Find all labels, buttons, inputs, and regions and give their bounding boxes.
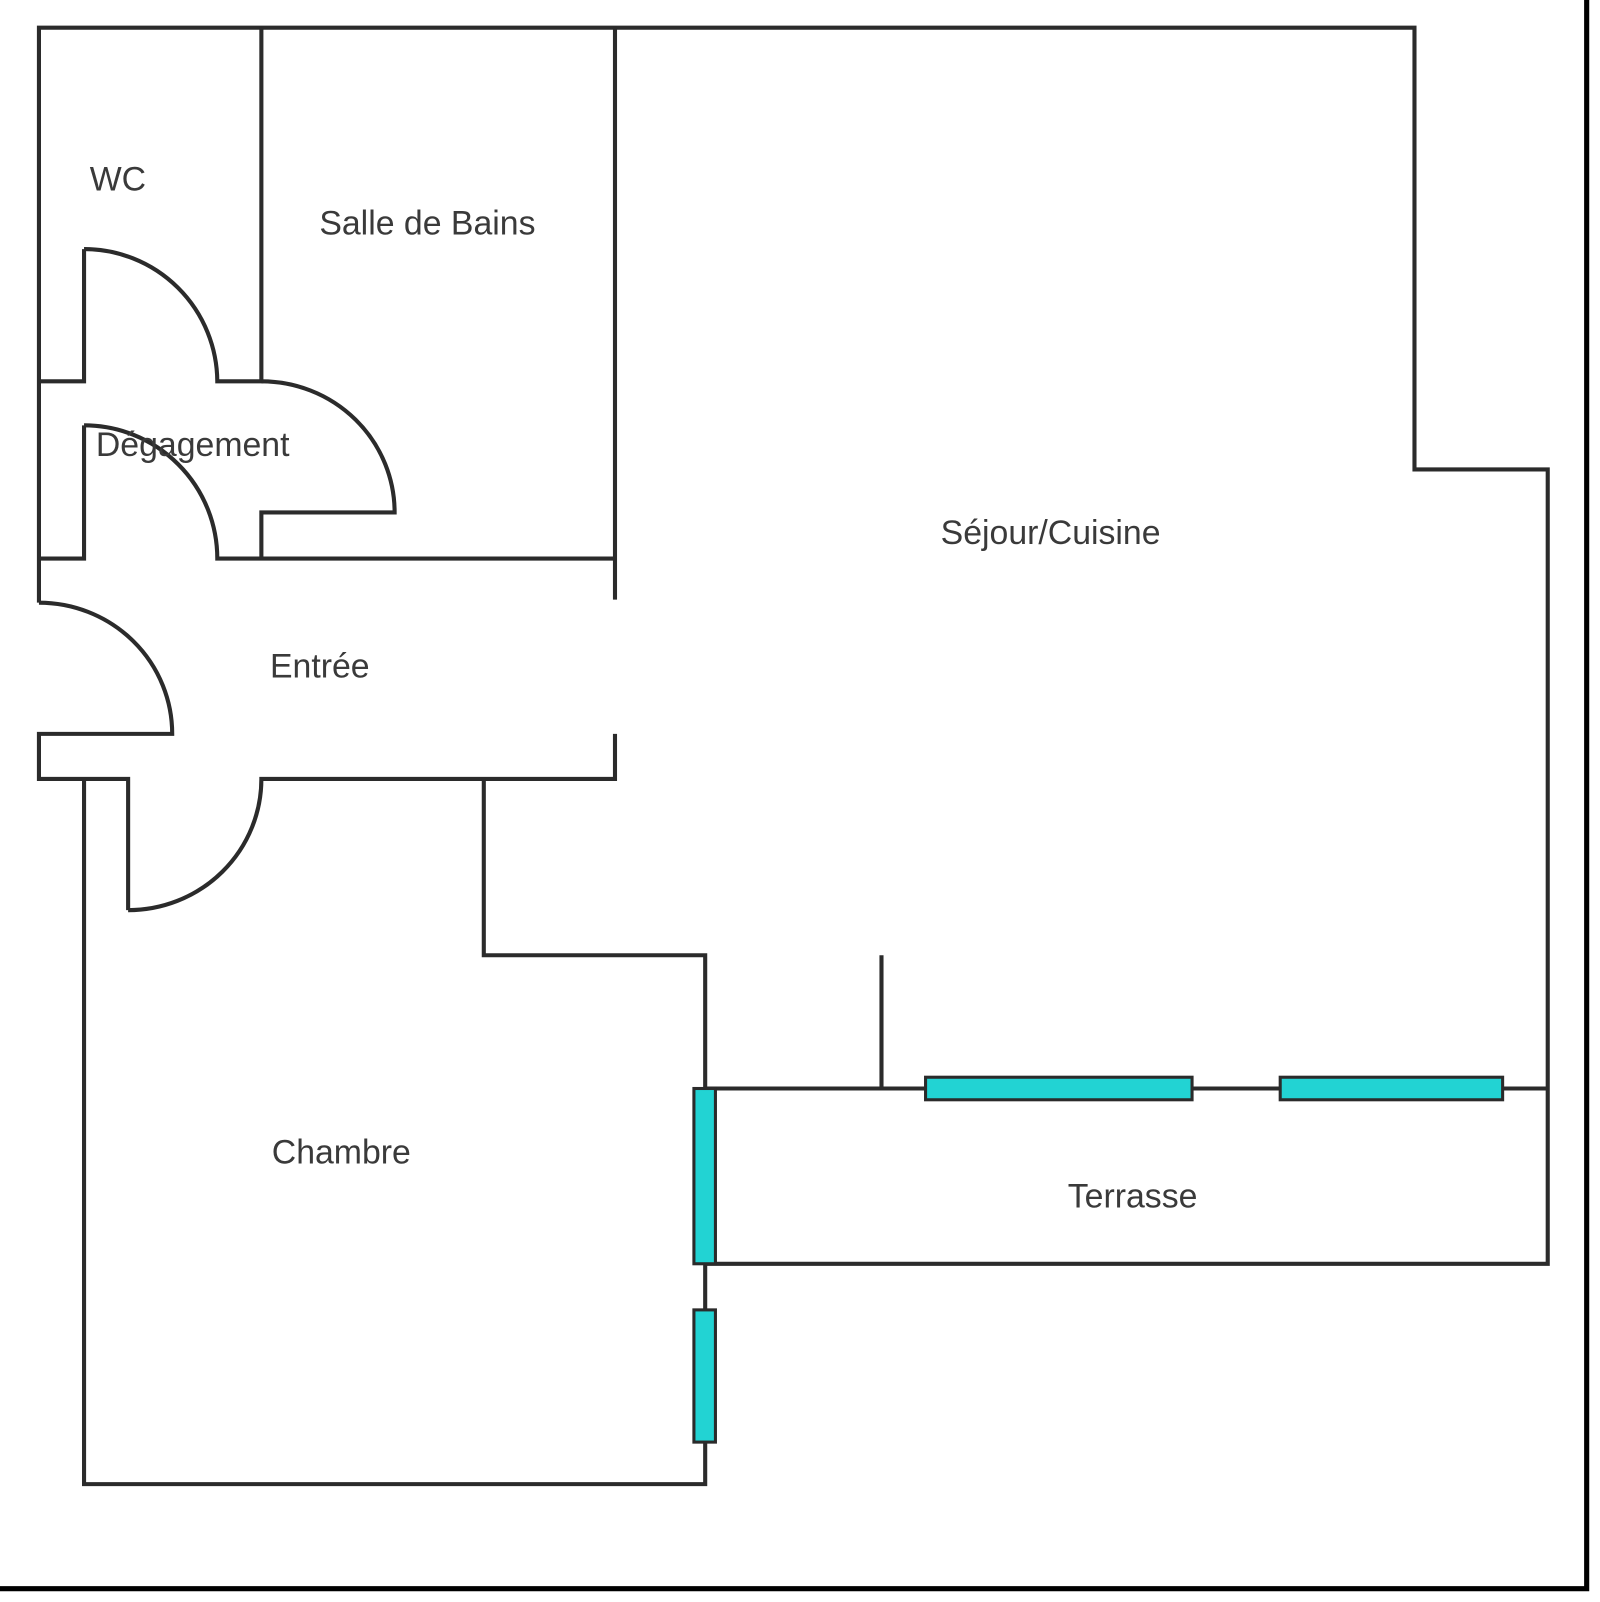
room-label-salle-de-bains: Salle de Bains bbox=[319, 205, 535, 243]
wc-wall bbox=[38, 249, 87, 384]
hallway-door-arc bbox=[84, 423, 615, 561]
hallway-wall bbox=[38, 425, 87, 561]
room-label-degagement: Dégagement bbox=[96, 426, 290, 464]
window bbox=[692, 1308, 717, 1444]
room-label-terrasse: Terrasse bbox=[1068, 1177, 1198, 1215]
entrance-door-arc bbox=[36, 600, 175, 911]
room-label-chambre: Chambre bbox=[272, 1133, 411, 1171]
bedroom-wall bbox=[81, 778, 708, 1487]
bedroom-door-arc bbox=[128, 733, 618, 913]
window bbox=[1278, 1075, 1505, 1102]
room-label-sejour-cuisine: Séjour/Cuisine bbox=[941, 514, 1161, 552]
window bbox=[692, 1086, 717, 1266]
bathroom-door-arc bbox=[259, 379, 397, 559]
outer-wall bbox=[36, 25, 1550, 1266]
bedroom-right-wall bbox=[481, 778, 708, 1089]
room-label-wc: WC bbox=[90, 161, 146, 199]
window bbox=[924, 1075, 1194, 1102]
wc-door-arc bbox=[84, 27, 264, 384]
room-label-entree: Entrée bbox=[270, 647, 370, 685]
